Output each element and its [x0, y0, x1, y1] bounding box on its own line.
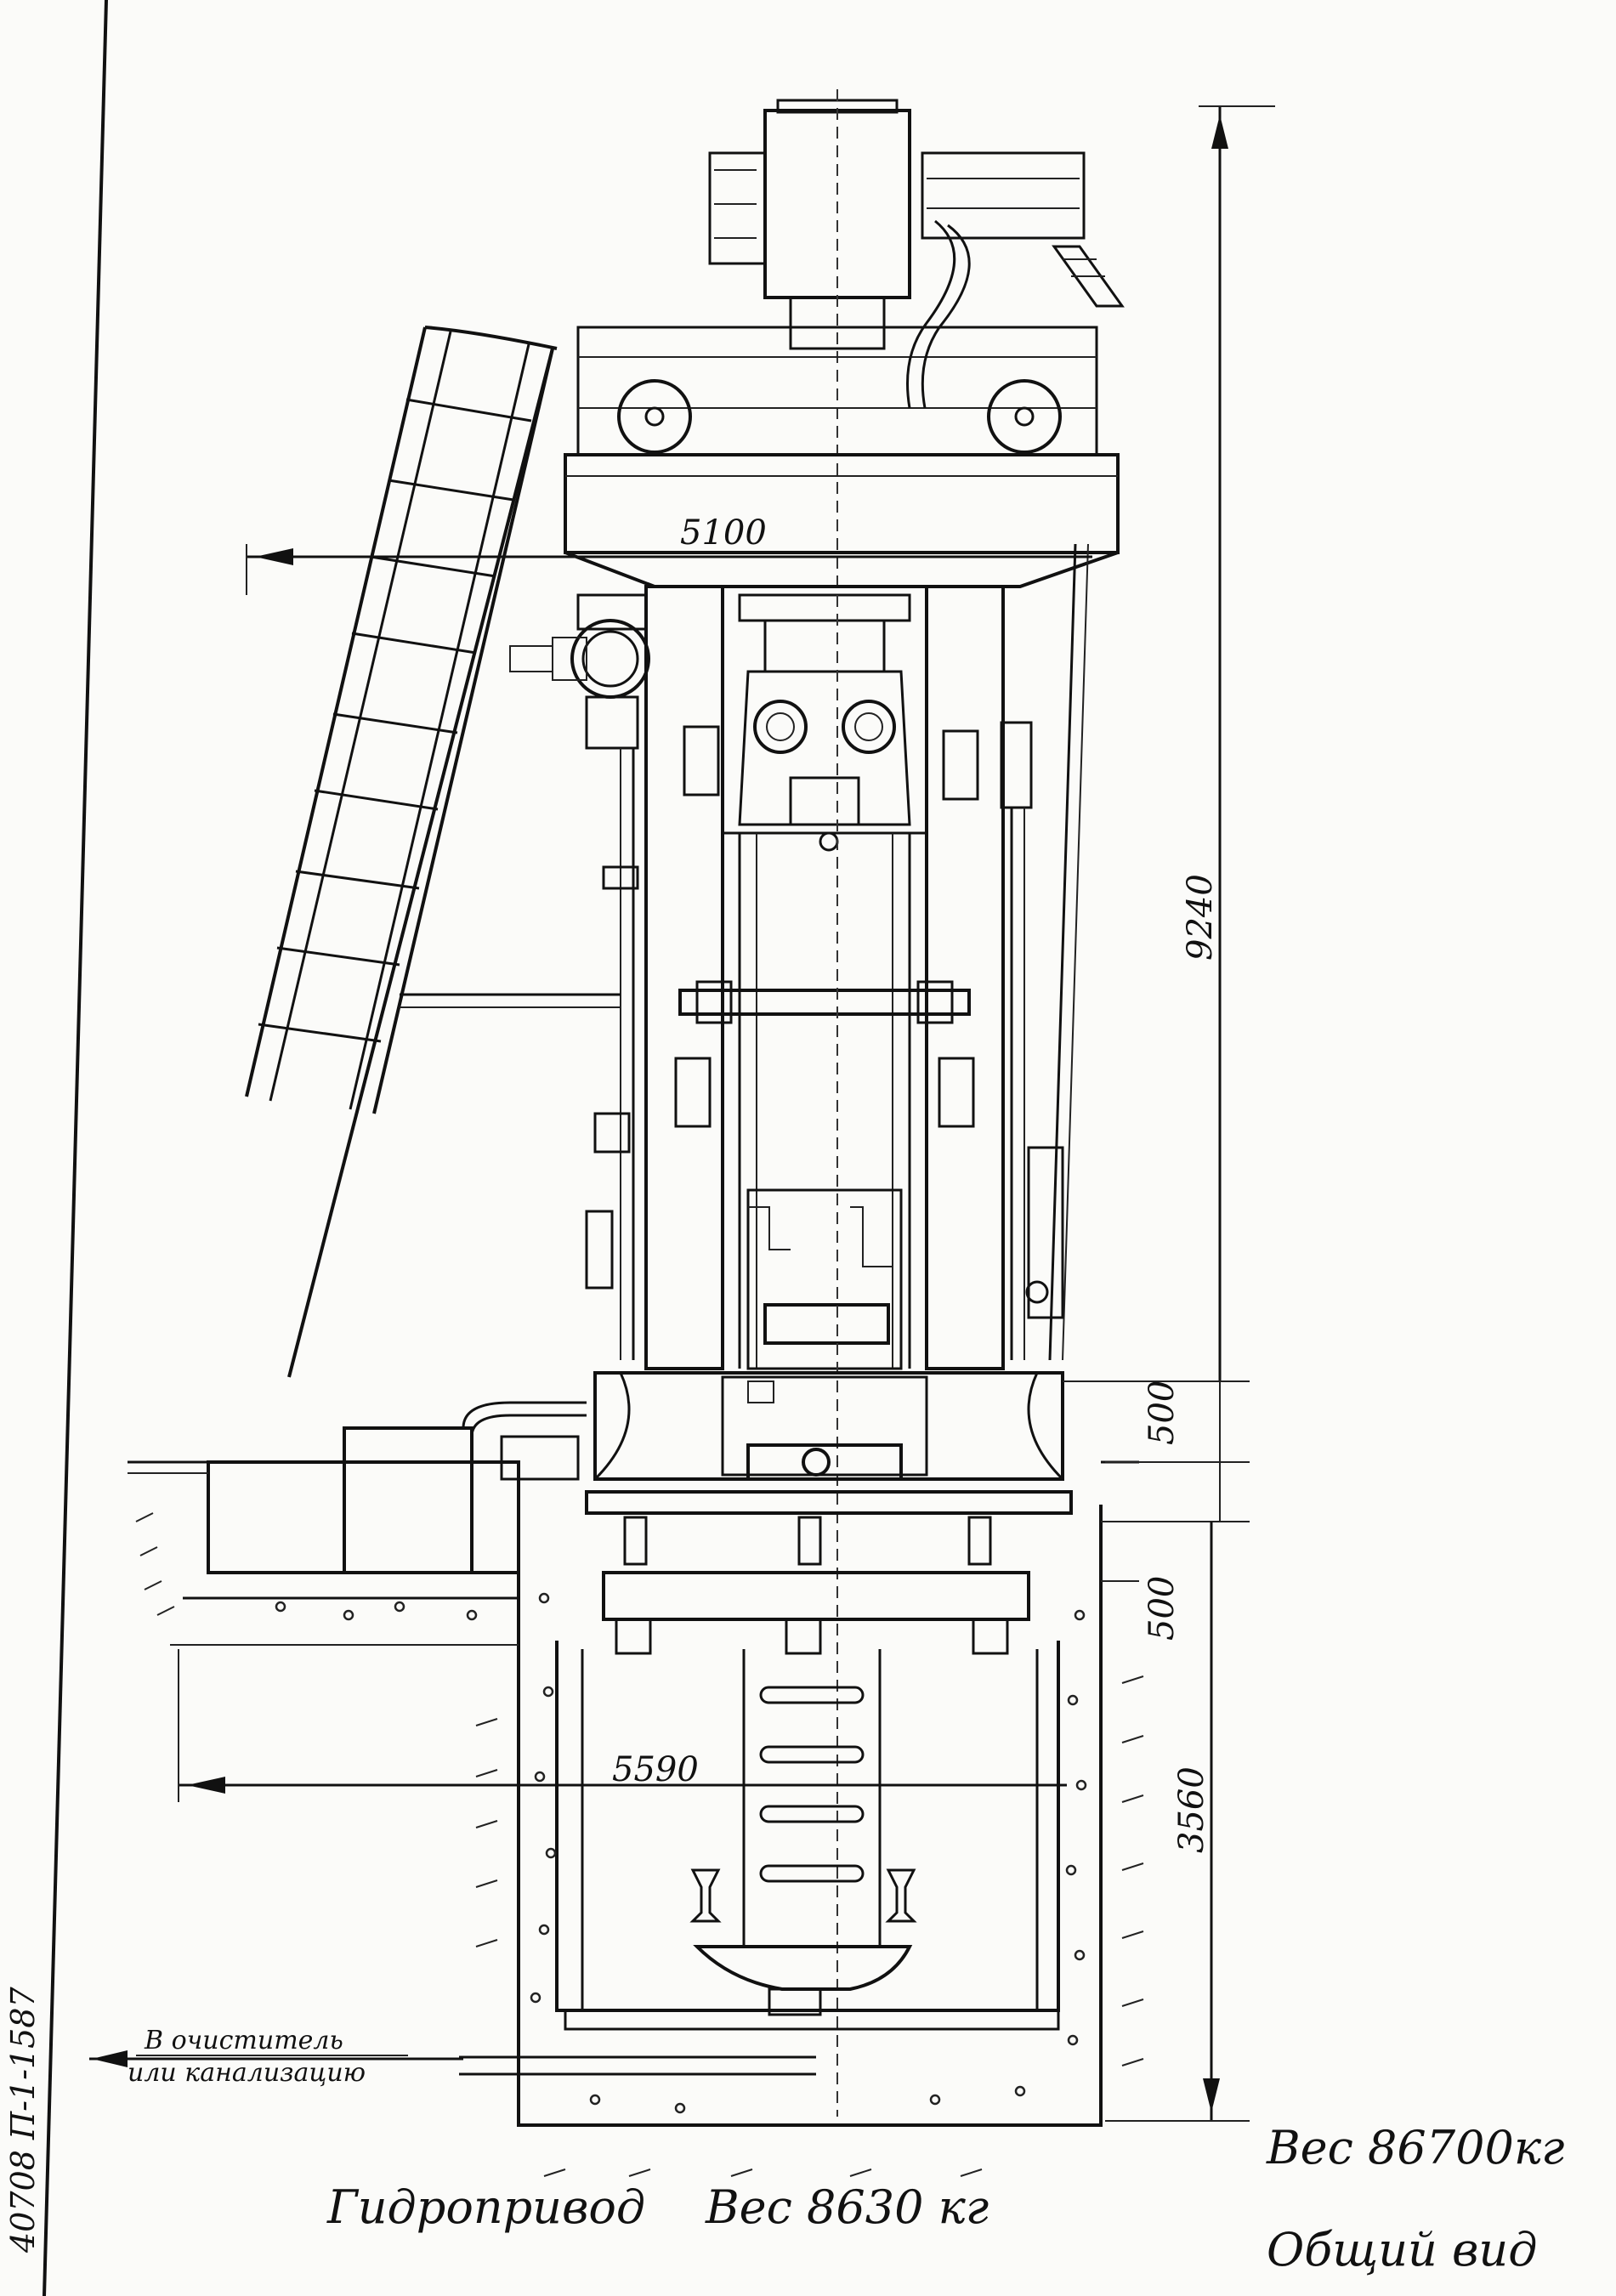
press-frame: [644, 585, 1005, 2117]
hydro-drive-label: Гидропривод: [326, 2180, 645, 2234]
dim-5590-label: 5590: [612, 1750, 699, 1789]
foundation-pit: [128, 1401, 1144, 2177]
top-drive-unit: [576, 89, 1125, 595]
dim-500-a-label: 500: [1143, 1380, 1182, 1445]
drain-label-line1: В очиститель: [144, 2026, 343, 2055]
upper-crosshead: [564, 453, 1120, 588]
access-ladder: [245, 326, 558, 1378]
view-title: Общий вид: [1267, 2223, 1537, 2276]
drain-label-line2: или канализацию: [128, 2058, 366, 2088]
press-base: [585, 1371, 1073, 1655]
total-weight-label: Вес 86700кг: [1266, 2121, 1564, 2174]
hydro-drive-weight: Вес 8630 кг: [705, 2180, 989, 2234]
dim-9240-label: 9240: [1181, 874, 1220, 961]
dimension-lines: [89, 105, 1275, 2122]
sheet-border-left: [43, 0, 108, 2296]
dim-5100-label: 5100: [680, 513, 767, 553]
dim-500-b-label: 500: [1143, 1576, 1182, 1641]
side-equipment: [400, 543, 1089, 1361]
margin-note: 40708 П-1-1587: [4, 1987, 42, 2253]
dim-3560-label: 3560: [1172, 1766, 1211, 1853]
